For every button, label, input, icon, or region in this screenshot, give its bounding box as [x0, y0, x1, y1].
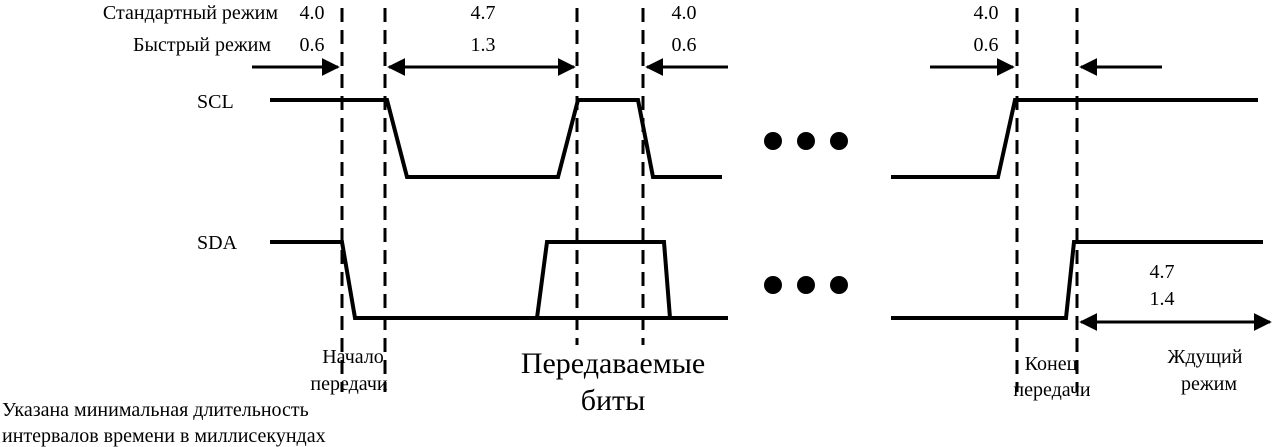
- idle-label-line2: режим: [1181, 373, 1237, 395]
- stop-fast-value: 0.6: [974, 34, 999, 56]
- start-fast-value: 0.6: [300, 34, 325, 56]
- idle-label-line1: Ждущий: [1168, 346, 1243, 368]
- low-fast-value: 1.3: [471, 34, 496, 56]
- scl-ellipsis-dot-1: [764, 132, 782, 150]
- idle-fast-value: 1.4: [1150, 288, 1175, 310]
- high-standard-value: 4.0: [672, 2, 697, 24]
- scl-ellipsis-dot-2: [797, 132, 815, 150]
- standard-mode-label: Стандартный режим: [103, 2, 278, 24]
- sda-waveform-pulse: [535, 240, 672, 319]
- sda-waveform-end: [891, 240, 1263, 320]
- stop-label-line2: передачи: [1013, 379, 1091, 401]
- sda-label: SDA: [197, 232, 238, 254]
- stop-label-line1: Конец: [1025, 353, 1078, 375]
- start-standard-value: 4.0: [300, 2, 325, 24]
- fast-mode-label: Быстрый режим: [133, 34, 271, 56]
- bits-label-line2: биты: [581, 384, 646, 417]
- scl-label: SCL: [197, 91, 234, 113]
- sda-ellipsis-dot-2: [797, 276, 815, 294]
- scl-waveform-end: [891, 98, 1258, 179]
- note-line1: Указана минимальная длительность: [2, 399, 309, 421]
- stop-standard-value: 4.0: [974, 2, 999, 24]
- note-line2: интервалов времени в миллисекундах: [2, 425, 326, 447]
- sda-waveform-low: [270, 240, 728, 320]
- start-label-line2: передачи: [310, 373, 388, 395]
- low-standard-value: 4.7: [471, 2, 496, 24]
- scl-waveform: [270, 98, 722, 179]
- bits-label-line1: Передаваемые: [521, 347, 705, 380]
- idle-standard-value: 4.7: [1150, 261, 1175, 283]
- sda-ellipsis-dot-1: [764, 276, 782, 294]
- start-label-line1: Начало: [322, 346, 384, 368]
- scl-ellipsis-dot-3: [830, 132, 848, 150]
- sda-ellipsis-dot-3: [830, 276, 848, 294]
- high-fast-value: 0.6: [672, 34, 697, 56]
